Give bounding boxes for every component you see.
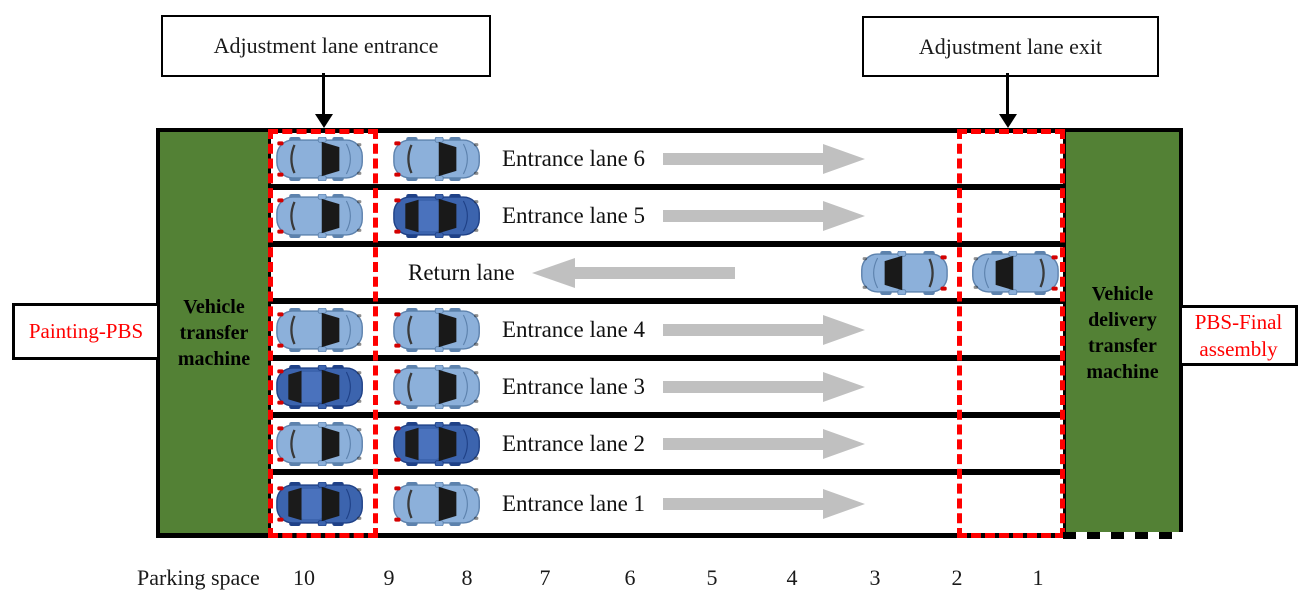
vehicle-transfer-machine-block: Vehicle transfer machine [157,129,271,536]
pbs-final-assembly-label: PBS-Final assembly [1194,310,1283,361]
flow-arrow-right [663,315,865,345]
lane-label-return-lane: Return lane [408,259,515,285]
car-icon-light-right [276,308,363,352]
flow-arrow-right [663,429,865,459]
lane-label-entrance-lane-6: Entrance lane 6 [502,145,646,171]
lane-label-entrance-lane-4: Entrance lane 4 [502,316,646,342]
car-icon-light-right [276,137,363,181]
flow-arrow-left [532,258,735,288]
lane-separator [271,355,1063,361]
lane-label-entrance-lane-3: Entrance lane 3 [502,373,646,399]
car-icon-dark-right [276,482,363,526]
parking-space-number-7: 7 [539,565,551,590]
car-icon-light-left [972,251,1059,295]
flow-arrow-right [663,201,865,231]
exit-callout-arrow-line [1006,73,1009,116]
parking-space-number-5: 5 [706,565,718,590]
parking-space-number-6: 6 [624,565,636,590]
car-icon-light-right [276,422,363,466]
vehicle-delivery-transfer-machine-label: Vehicle delivery transfer machine [1086,282,1159,383]
adjustment-entrance-zone [268,129,378,538]
entrance-callout-arrow-head [315,114,333,128]
car-icon-dark-right [393,194,480,238]
flow-arrow-right [663,372,865,402]
parking-space-number-1: 1 [1032,565,1044,590]
exit-dashed-border [1063,532,1183,539]
car-icon-light-right [393,365,480,409]
adjustment-lane-entrance-label: Adjustment lane entrance [213,33,439,58]
flow-arrow-right [663,489,865,519]
parking-space-label: Parking space [137,565,260,590]
car-icon-light-right [393,308,480,352]
adjustment-exit-zone [957,129,1065,538]
parking-space-number-4: 4 [786,565,798,590]
parking-space-number-2: 2 [951,565,963,590]
lane-separator [271,469,1063,475]
lane-separator [271,241,1063,247]
vehicle-delivery-transfer-machine-block: Vehicle delivery transfer machine [1063,129,1182,536]
lane-separator [271,298,1063,304]
adjustment-lane-exit-callout: Adjustment lane exit [862,16,1159,77]
entrance-callout-arrow-line [322,73,325,116]
parking-space-number-10: 10 [293,565,315,590]
lane-separator [271,184,1063,190]
car-icon-light-right [393,137,480,181]
pbs-final-assembly-box: PBS-Final assembly [1179,305,1298,366]
adjustment-lane-entrance-callout: Adjustment lane entrance [161,15,491,77]
car-icon-dark-right [393,422,480,466]
flow-arrow-right [663,144,865,174]
lane-label-entrance-lane-1: Entrance lane 1 [502,491,646,516]
painting-pbs-label: Painting-PBS [28,319,144,344]
painting-pbs-box: Painting-PBS [12,303,160,360]
exit-callout-arrow-head [999,114,1017,128]
parking-space-row: Parking space 10 9 8 7 6 5 4 3 2 1 [137,565,1237,595]
lane-label-entrance-lane-2: Entrance lane 2 [502,430,646,456]
car-icon-light-right [276,194,363,238]
parking-space-number-3: 3 [869,565,881,590]
parking-space-number-8: 8 [461,565,473,590]
adjustment-lane-exit-label: Adjustment lane exit [918,33,1103,59]
car-icon-light-left [861,251,948,295]
vehicle-transfer-machine-label: Vehicle transfer machine [177,295,251,370]
lane-separator [271,412,1063,418]
lane-label-entrance-lane-5: Entrance lane 5 [502,202,646,228]
parking-space-number-9: 9 [383,565,395,590]
car-icon-dark-right [276,365,363,409]
car-icon-light-right [393,482,480,526]
